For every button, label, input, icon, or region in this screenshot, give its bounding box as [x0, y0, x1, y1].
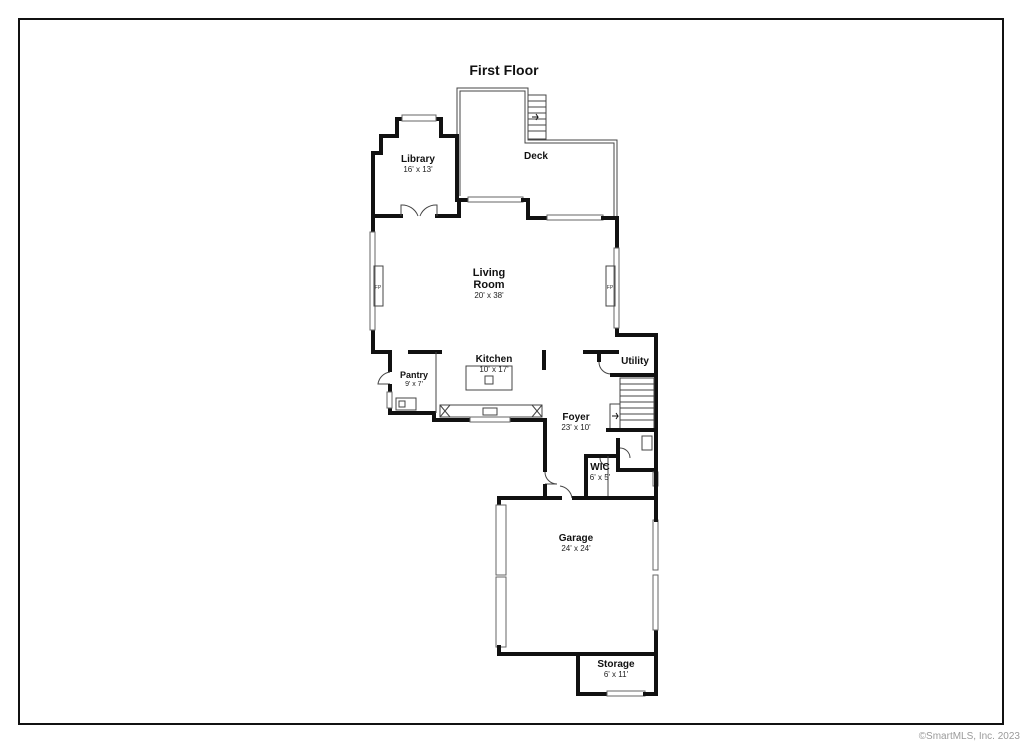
fireplace-right-label: FP: [607, 285, 614, 291]
living-room-dims: 20' x 38': [474, 291, 504, 300]
utility-label: Utility: [621, 356, 649, 367]
deck-label: Deck: [524, 151, 548, 162]
utility-stair-walls: [597, 350, 659, 500]
storage-dims: 6' x 11': [604, 670, 629, 679]
pantry-kitchen-walls: [377, 350, 547, 472]
living-room-label-line1: Living: [473, 267, 505, 279]
wic-foyer-walls: [544, 454, 620, 500]
kitchen-label: Kitchen: [476, 354, 513, 365]
pantry-label: Pantry: [400, 370, 428, 380]
kitchen-dims: 10' x 17': [479, 365, 509, 374]
fireplace-left-label: FP: [375, 285, 382, 291]
foyer-dims: 23' x 10': [561, 423, 591, 432]
garage-dims: 24' x 24': [561, 544, 591, 553]
floor-title: First Floor: [469, 62, 539, 78]
garage-walls: [495, 484, 659, 697]
living-room-label-line2: Room: [473, 279, 504, 291]
floorplan-frame: First Floor: [18, 18, 1004, 725]
library-label: Library: [401, 154, 435, 165]
deck-outline: [456, 87, 618, 217]
living-room-walls: [369, 196, 658, 472]
storage-label: Storage: [597, 659, 635, 670]
pantry-dims: 9' x 7': [405, 381, 423, 388]
copyright-notice: ©SmartMLS, Inc. 2023: [918, 731, 1020, 742]
wic-dims: 6' x 5': [590, 473, 611, 482]
foyer-label: Foyer: [562, 412, 589, 423]
garage-label: Garage: [559, 533, 594, 544]
wic-label: WIC: [590, 462, 609, 473]
library-dims: 16' x 13': [403, 165, 433, 174]
